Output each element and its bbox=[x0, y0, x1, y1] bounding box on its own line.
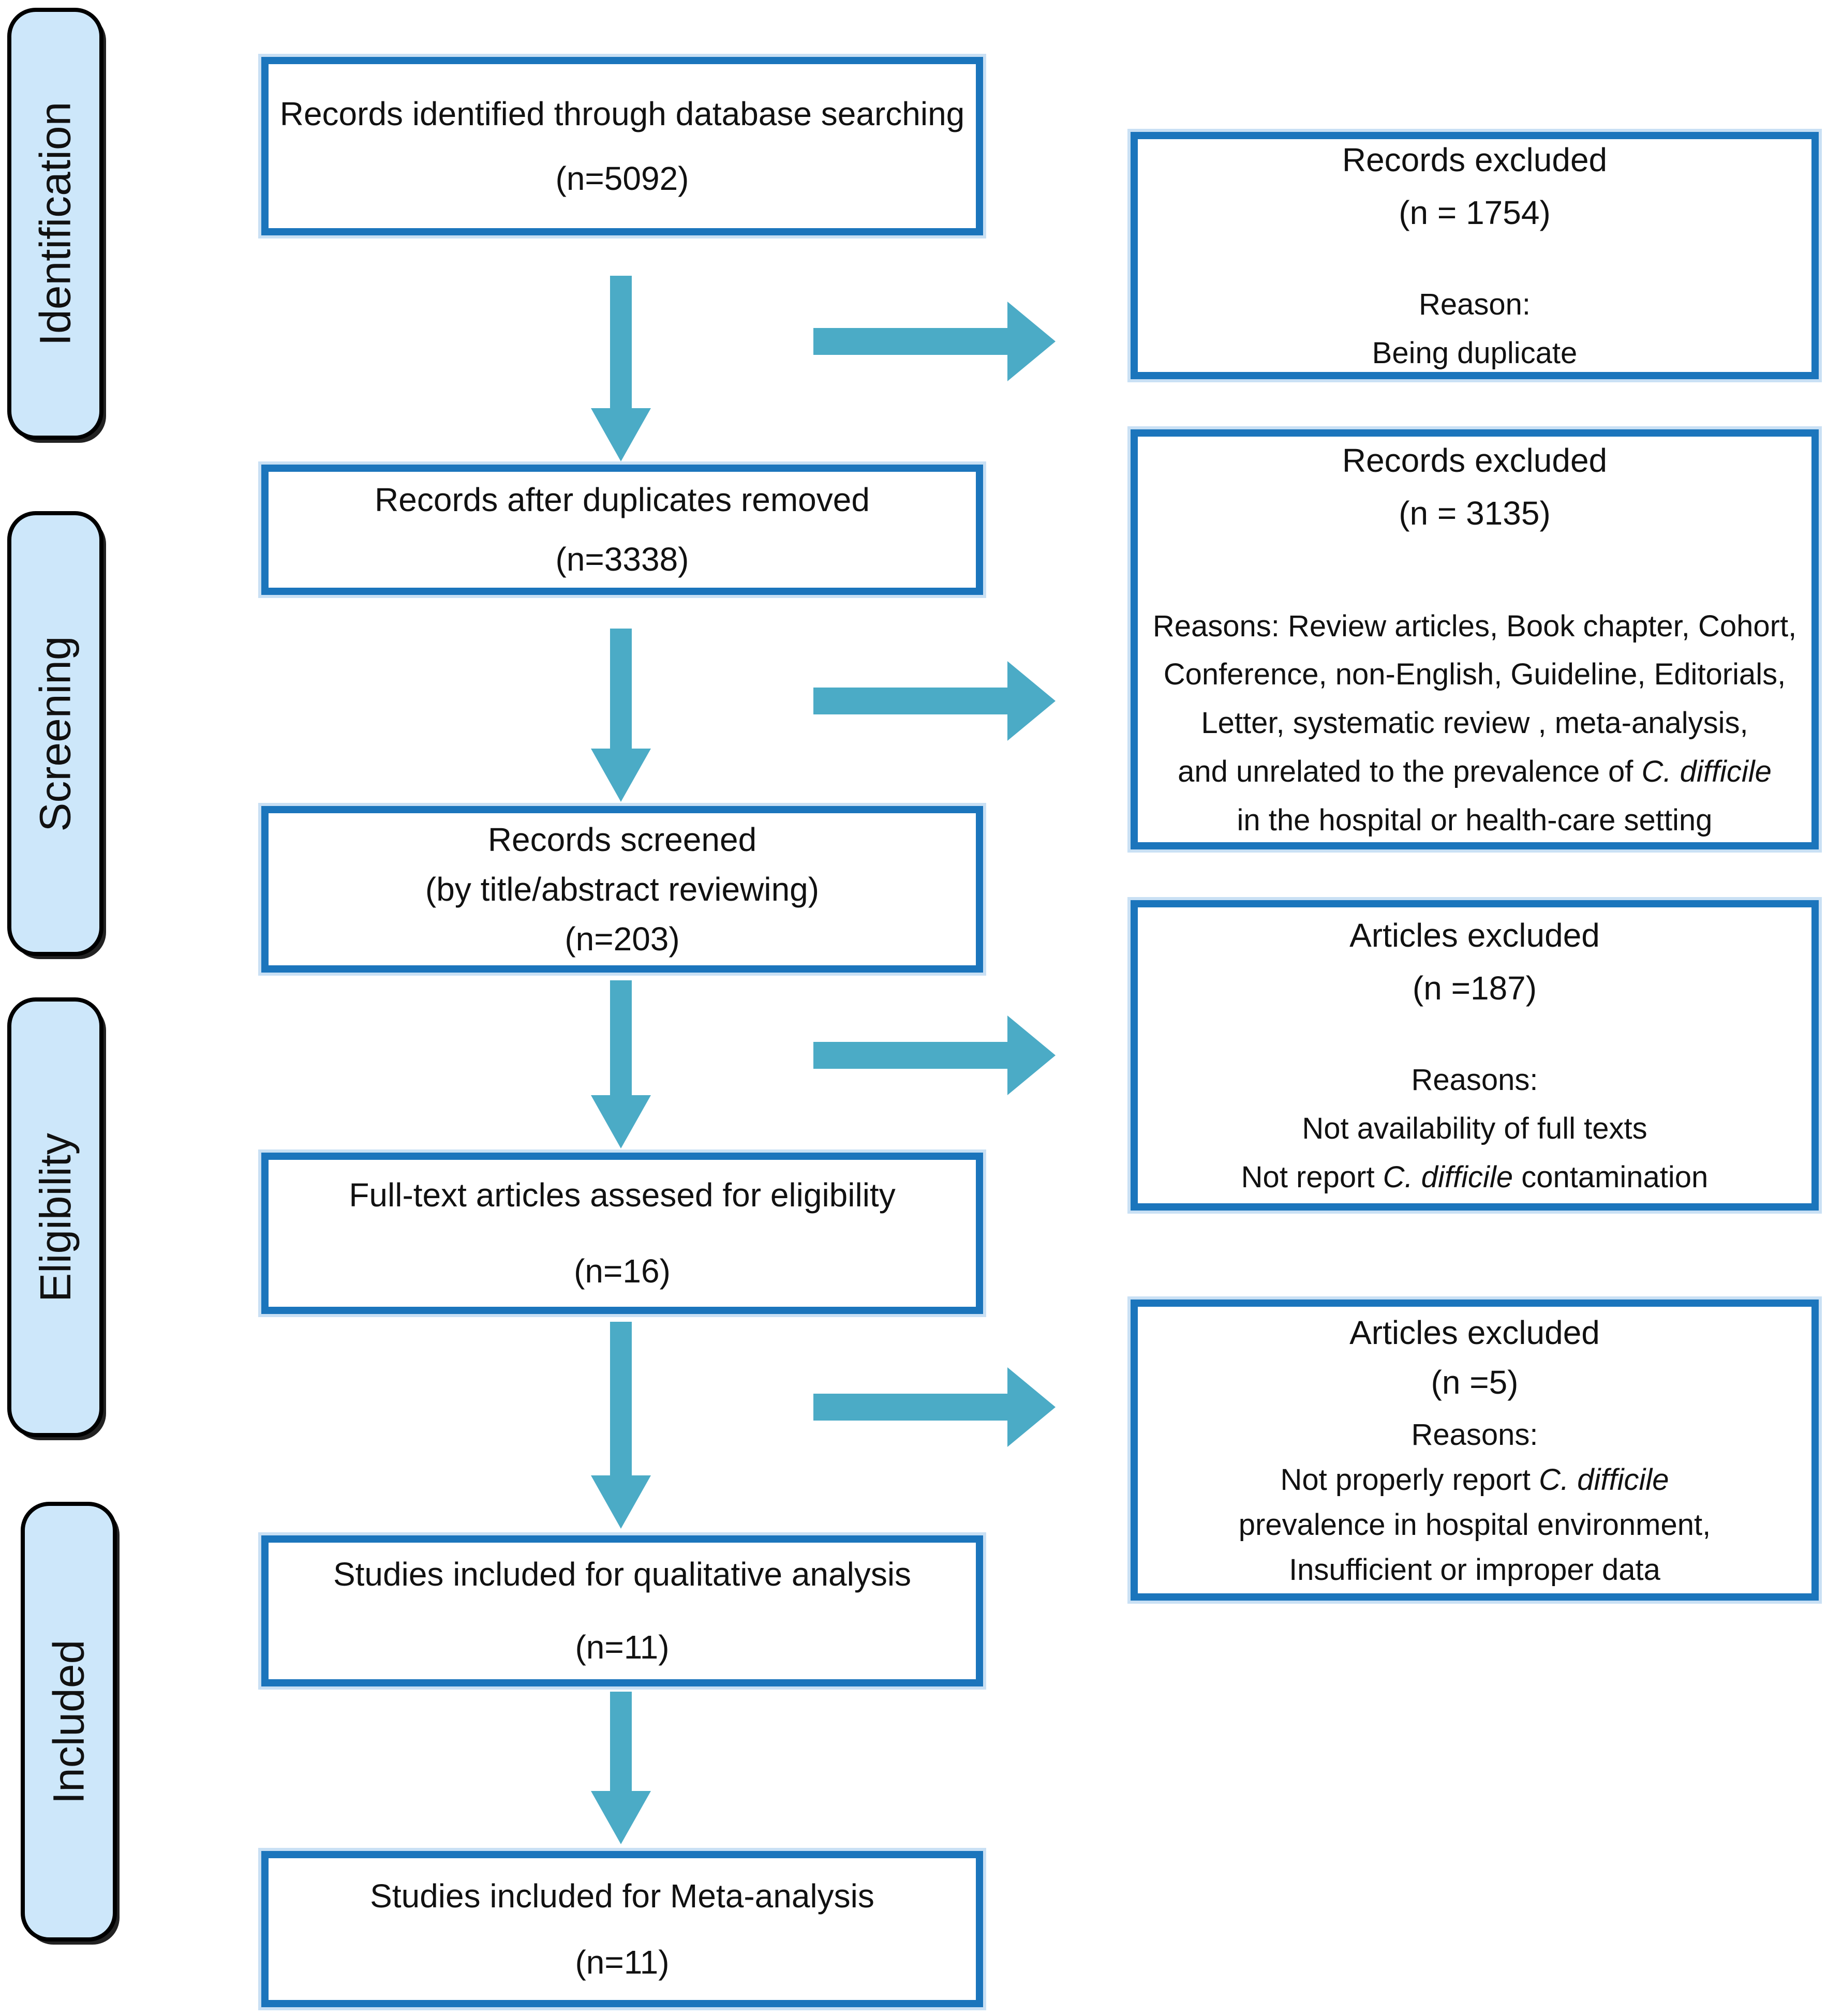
flow-box-line: Records after duplicates removed bbox=[375, 481, 870, 518]
reason-line: Being duplicate bbox=[1372, 336, 1578, 370]
flow-box-count: (n=16) bbox=[574, 1252, 671, 1290]
stage-label: Identification bbox=[31, 101, 80, 346]
stage-box-eligibility: Eligibility bbox=[7, 997, 103, 1437]
flow-box-qualitative-analysis: Studies included for qualitative analysi… bbox=[261, 1535, 983, 1686]
exclusion-count: (n = 1754) bbox=[1399, 194, 1551, 232]
flow-box-count: (n=3338) bbox=[555, 541, 689, 578]
flow-box-line: Records identified through database sear… bbox=[279, 95, 965, 132]
arrow-shaft bbox=[610, 276, 632, 408]
reason-line: Reasons: bbox=[1411, 1418, 1538, 1452]
reason-line: Insufficient or improper data bbox=[1289, 1553, 1660, 1587]
stage-box-identification: Identification bbox=[7, 8, 103, 440]
reason-line: Reasons: bbox=[1411, 1063, 1538, 1097]
exclusion-count: (n =187) bbox=[1412, 969, 1537, 1007]
arrow-shaft bbox=[813, 328, 1007, 355]
reason-line: Reasons: Review articles, Book chapter, … bbox=[1152, 609, 1797, 643]
reason-line: Letter, systematic review , meta-analysi… bbox=[1201, 706, 1748, 740]
reason-line: Reason: bbox=[1418, 288, 1531, 322]
arrow-shaft bbox=[610, 1692, 632, 1791]
flow-box-count: (n=5092) bbox=[555, 159, 689, 197]
arrow-head bbox=[1007, 661, 1056, 741]
stage-label: Eligibility bbox=[31, 1132, 80, 1302]
flow-box-count: (n=11) bbox=[575, 1944, 670, 1981]
arrow-head bbox=[1007, 1016, 1056, 1095]
flow-box-records-identified: Records identified through database sear… bbox=[261, 57, 983, 235]
arrow-head bbox=[1007, 1367, 1056, 1447]
stage-label: Included bbox=[44, 1639, 93, 1804]
reason-line: Not properly report C. difficile bbox=[1280, 1463, 1669, 1497]
flow-box-meta-analysis: Studies included for Meta-analysis (n=11… bbox=[261, 1851, 983, 2007]
exclusion-reasons: Reasons: Review articles, Book chapter, … bbox=[1153, 602, 1796, 845]
reason-line: Not report C. difficile contamination bbox=[1241, 1160, 1709, 1194]
exclusion-title: Records excluded bbox=[1342, 141, 1608, 178]
arrow-shaft bbox=[610, 629, 632, 749]
exclusion-count: (n = 3135) bbox=[1399, 495, 1551, 532]
exclusion-title: Records excluded bbox=[1342, 441, 1608, 479]
arrow-head bbox=[1007, 302, 1056, 381]
reason-line: prevalence in hospital environment, bbox=[1238, 1508, 1711, 1542]
exclusion-reasons: Reason: Being duplicate bbox=[1372, 280, 1578, 378]
flow-box-count: (n=11) bbox=[575, 1629, 670, 1666]
exclusion-box-screening: Records excluded (n = 3135) Reasons: Rev… bbox=[1131, 429, 1819, 849]
flow-box-line: Studies included for qualitative analysi… bbox=[333, 1556, 912, 1593]
flow-box-line: Studies included for Meta-analysis bbox=[370, 1877, 874, 1915]
reason-line: in the hospital or health-care setting bbox=[1237, 803, 1713, 838]
stage-box-screening: Screening bbox=[7, 511, 103, 956]
flow-box-duplicates-removed: Records after duplicates removed (n=3338… bbox=[261, 465, 983, 595]
arrow-head bbox=[591, 749, 651, 802]
flow-box-count: (n=203) bbox=[565, 920, 680, 958]
stage-box-included: Included bbox=[21, 1502, 117, 1942]
exclusion-reasons: Reasons: Not properly report C. difficil… bbox=[1239, 1412, 1711, 1592]
arrow-shaft bbox=[813, 1042, 1007, 1069]
exclusion-reasons: Reasons: Not availability of full texts … bbox=[1241, 1056, 1709, 1202]
exclusion-box-duplicates: Records excluded (n = 1754) Reason: Bein… bbox=[1131, 132, 1819, 379]
flow-box-records-screened: Records screened (by title/abstract revi… bbox=[261, 806, 983, 973]
arrow-shaft bbox=[610, 980, 632, 1095]
flow-box-fulltext-assessed: Full-text articles assesed for eligibili… bbox=[261, 1153, 983, 1314]
exclusion-title: Articles excluded bbox=[1349, 1314, 1600, 1351]
flow-box-line: Full-text articles assesed for eligibili… bbox=[349, 1176, 896, 1214]
flow-box-line: (by title/abstract reviewing) bbox=[425, 871, 820, 908]
reason-line: and unrelated to the prevalence of C. di… bbox=[1178, 755, 1772, 789]
stage-label: Screening bbox=[31, 635, 80, 832]
arrow-shaft bbox=[813, 1394, 1007, 1421]
exclusion-box-eligibility: Articles excluded (n =5) Reasons: Not pr… bbox=[1131, 1300, 1819, 1601]
reason-line: Conference, non-English, Guideline, Edit… bbox=[1163, 658, 1786, 692]
exclusion-box-fulltext: Articles excluded (n =187) Reasons: Not … bbox=[1131, 900, 1819, 1211]
arrow-head bbox=[591, 408, 651, 461]
arrow-shaft bbox=[610, 1322, 632, 1475]
exclusion-count: (n =5) bbox=[1431, 1364, 1519, 1401]
arrow-head bbox=[591, 1791, 651, 1844]
arrow-head bbox=[591, 1475, 651, 1529]
arrow-head bbox=[591, 1095, 651, 1148]
arrow-shaft bbox=[813, 688, 1007, 714]
exclusion-title: Articles excluded bbox=[1349, 916, 1600, 954]
reason-line: Not availability of full texts bbox=[1302, 1112, 1647, 1146]
flow-box-line: Records screened bbox=[487, 821, 757, 858]
